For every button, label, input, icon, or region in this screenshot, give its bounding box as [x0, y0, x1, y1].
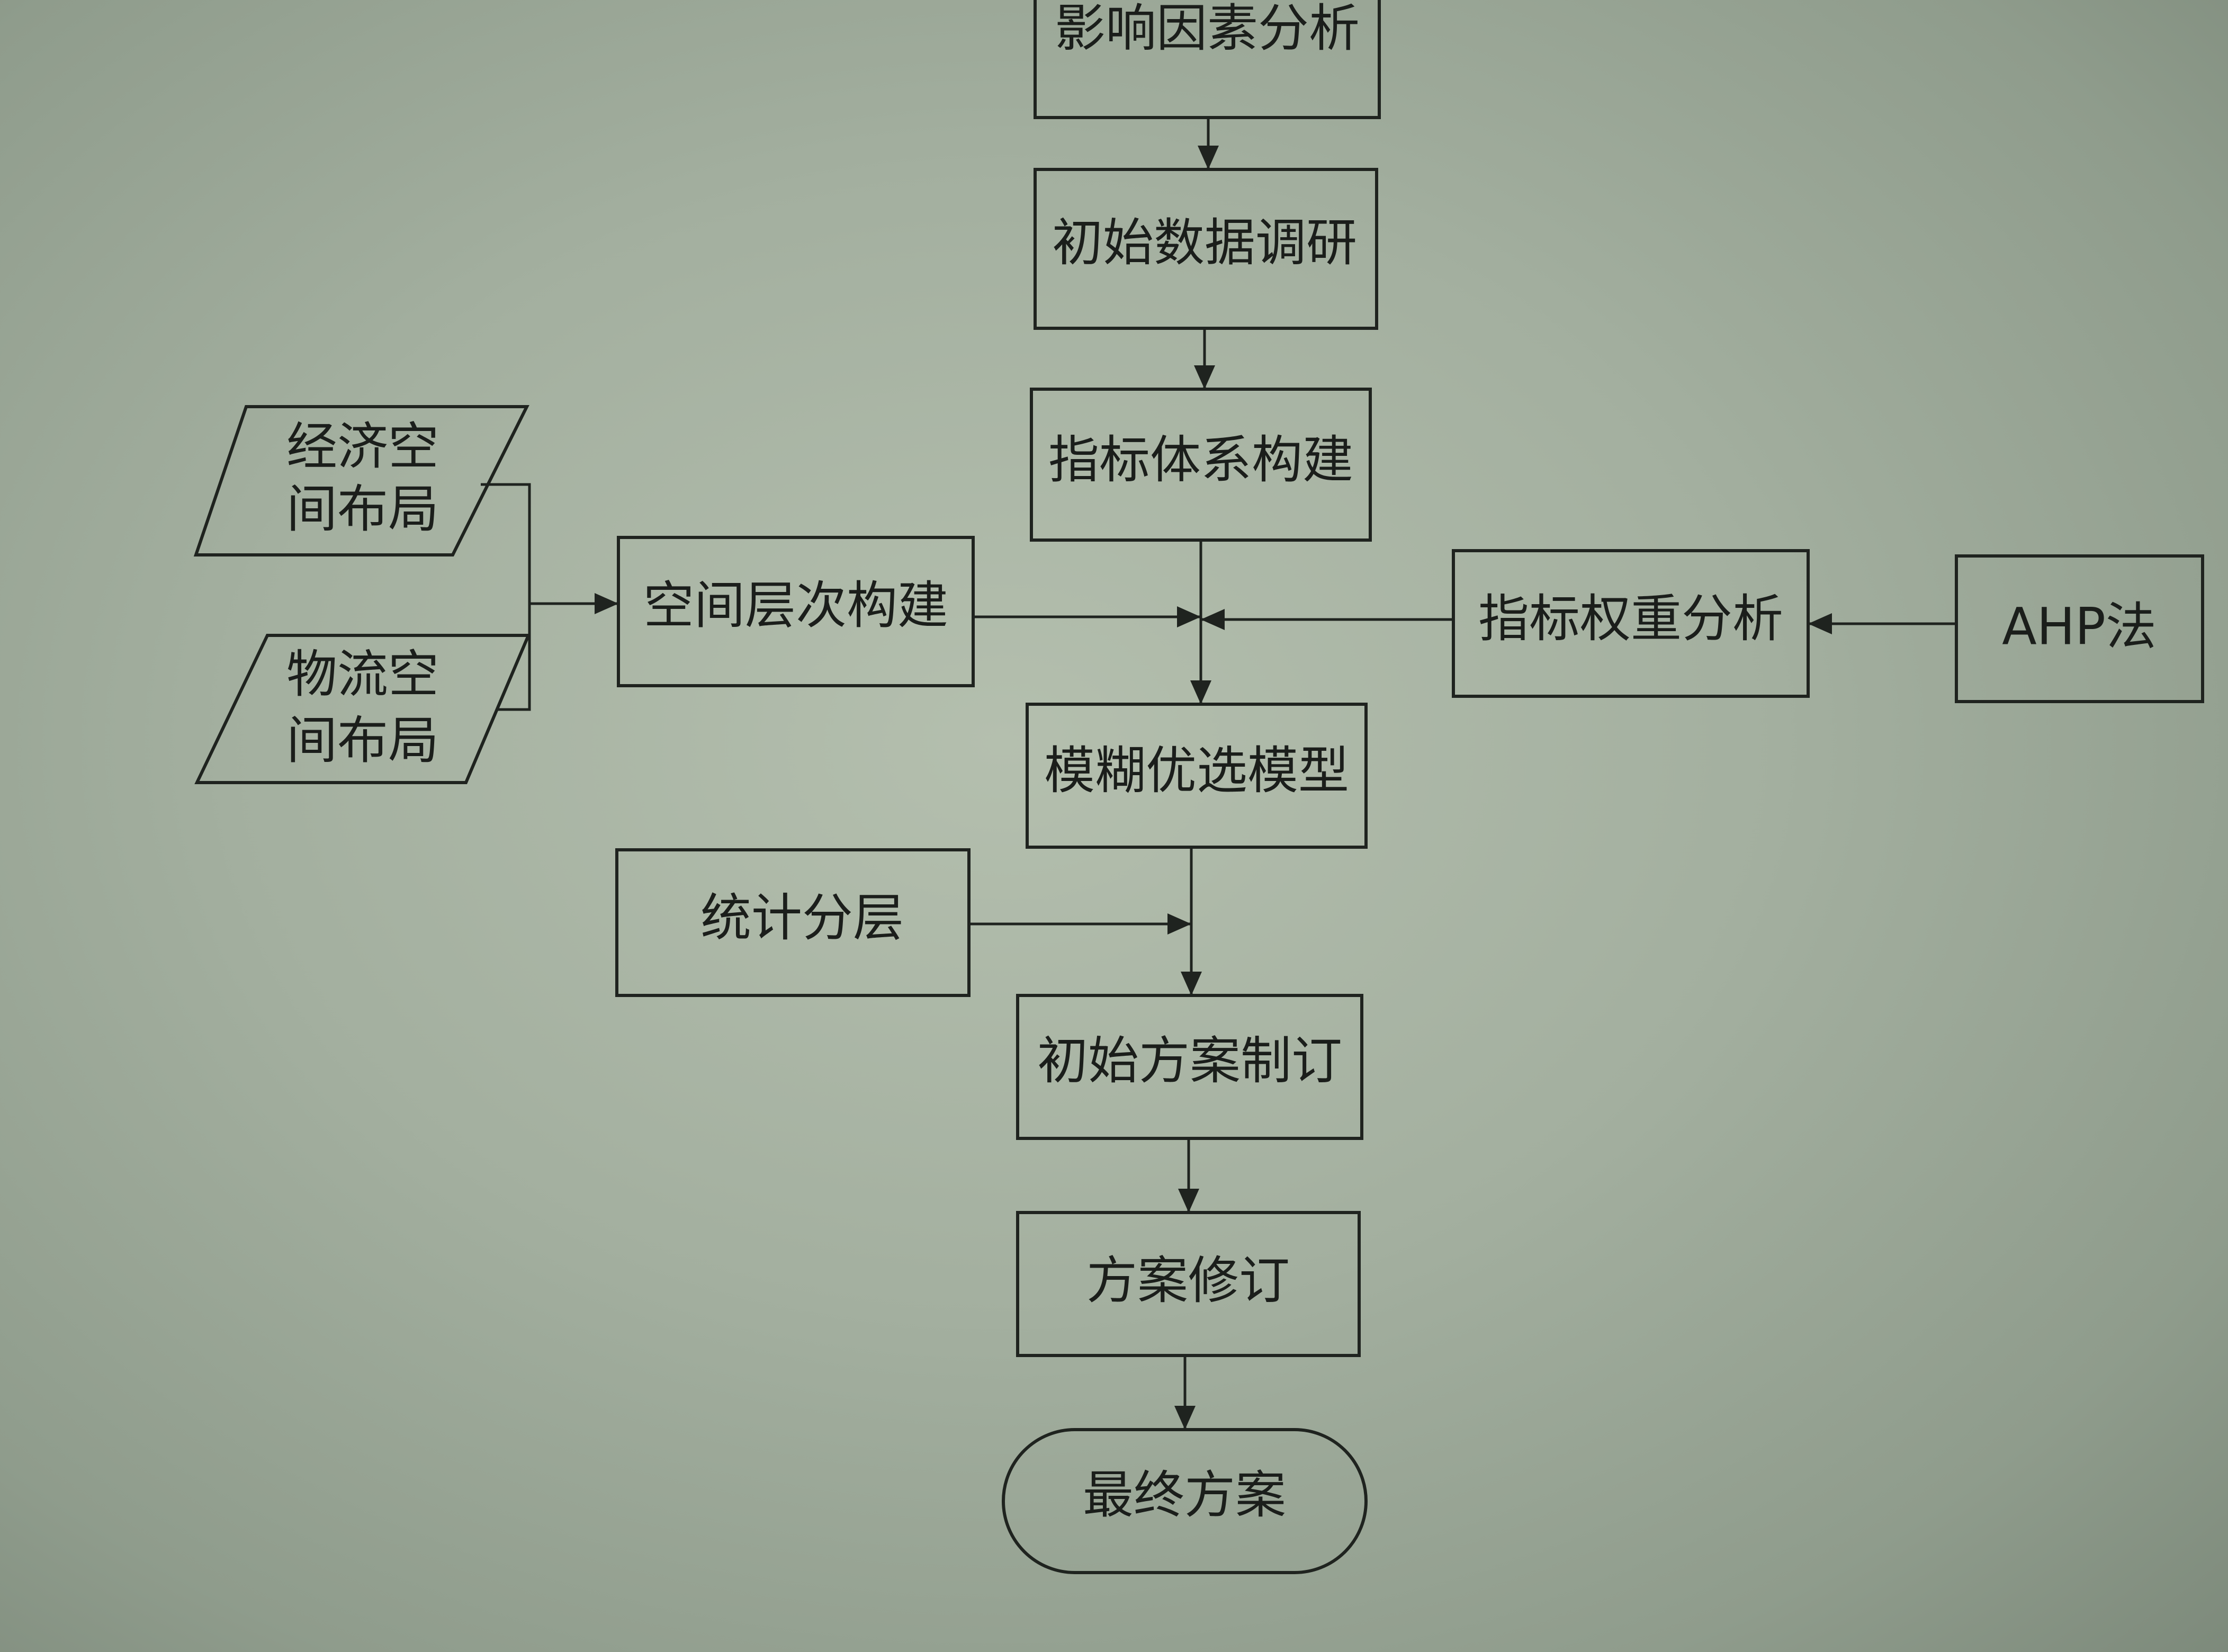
node-influence-analysis-label: 影响因素分析: [1055, 0, 1360, 58]
node-plan-revision-label: 方案修订: [1086, 1251, 1290, 1310]
node-weight-analysis-label: 指标权重分析: [1478, 589, 1783, 648]
node-spatial-levels: 空间层次构建: [617, 536, 975, 687]
node-economic-layout: 经济空 间布局: [193, 405, 529, 556]
node-plan-revision: 方案修订: [1016, 1211, 1361, 1357]
node-logistics-layout-line2: 间布局: [286, 711, 439, 770]
node-indicator-system: 指标体系构建: [1030, 388, 1372, 542]
node-economic-layout-line2: 间布局: [286, 479, 439, 538]
node-weight-analysis: 指标权重分析: [1452, 549, 1810, 698]
edge-economic-connector: [481, 483, 531, 711]
node-stratification: 统计分层: [615, 848, 971, 997]
node-indicator-system-label: 指标体系构建: [1048, 430, 1353, 489]
node-final-plan-label: 最终方案: [1083, 1465, 1286, 1524]
node-logistics-layout: 物流空 间布局: [194, 634, 531, 784]
node-initial-survey-label: 初始数据调研: [1052, 213, 1357, 272]
node-logistics-layout-line1: 物流空: [286, 644, 439, 704]
node-fuzzy-model-label: 模糊优选模型: [1044, 741, 1349, 800]
node-ahp: AHP法: [1955, 554, 2204, 703]
node-spatial-levels-label: 空间层次构建: [643, 576, 948, 635]
node-economic-layout-line1: 经济空: [286, 417, 439, 476]
node-initial-survey: 初始数据调研: [1034, 168, 1378, 330]
node-fuzzy-model: 模糊优选模型: [1026, 703, 1368, 849]
node-stratification-label: 统计分层: [700, 888, 904, 947]
node-ahp-label: AHP法: [2002, 597, 2157, 656]
node-influence-analysis: 影响因素分析: [1034, 0, 1381, 119]
node-initial-plan: 初始方案制订: [1016, 994, 1363, 1140]
node-final-plan: 最终方案: [1002, 1428, 1368, 1574]
node-initial-plan-label: 初始方案制订: [1037, 1031, 1342, 1090]
